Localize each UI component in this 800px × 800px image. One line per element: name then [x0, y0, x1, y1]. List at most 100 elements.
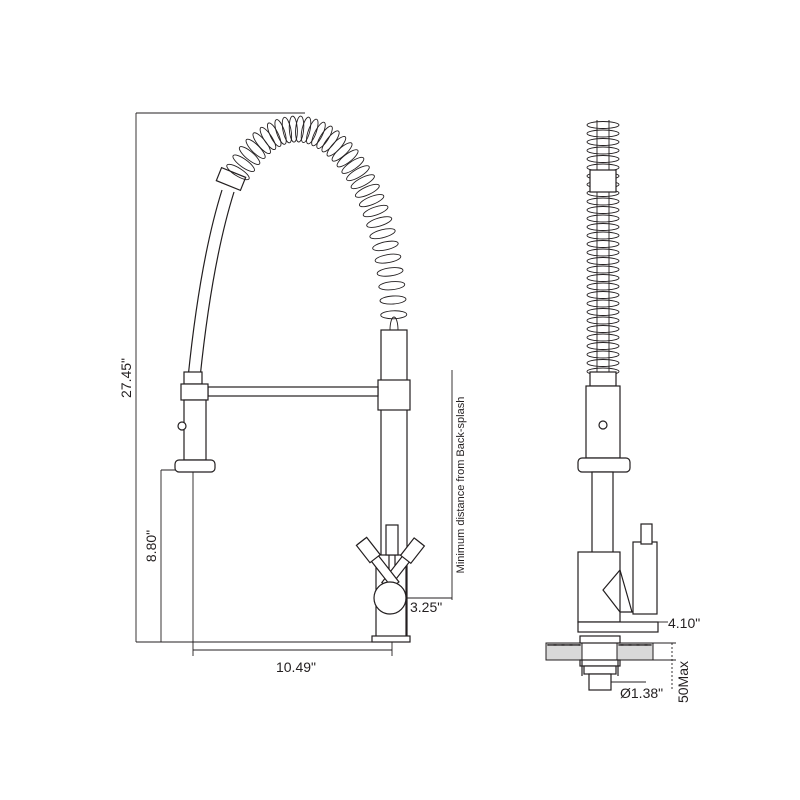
- spray-head-base: [174, 459, 216, 473]
- countertop-right: [616, 642, 654, 661]
- backsplash-dimension: Minimum distance from Back-splash 3.25": [390, 370, 467, 615]
- spring-loop: [372, 240, 399, 252]
- mounting-nut: [583, 665, 617, 675]
- handle-offset-label: 3.25": [410, 599, 442, 615]
- spray-button-icon: [177, 421, 187, 431]
- spring-loop: [586, 308, 620, 316]
- side-spray-collar: [589, 371, 617, 387]
- shank: [588, 673, 612, 691]
- spring-loop: [281, 116, 293, 144]
- spring-loop: [354, 183, 380, 198]
- overall-height-dimension: 27.45": [118, 112, 378, 643]
- mounting-nut-plate: [579, 659, 621, 667]
- spring-loop: [586, 197, 620, 206]
- spring-loop: [586, 138, 620, 146]
- reach-dimension: 10.49": [192, 470, 393, 675]
- spring-loop: [586, 265, 620, 274]
- spring-loop: [316, 125, 333, 149]
- spring-loop: [369, 228, 396, 240]
- vertical-handle: [385, 524, 399, 556]
- spring-loop: [586, 359, 620, 367]
- spring-loop: [586, 146, 620, 155]
- spring-loop: [586, 231, 620, 240]
- front-view: 27.45" 8.80" 10.49" Minimum distance fro…: [118, 112, 467, 675]
- spring-loop: [378, 281, 406, 291]
- spring-loop: [586, 155, 620, 163]
- spring-loop: [232, 154, 255, 172]
- countertop-left: [545, 642, 583, 661]
- spring-loop: [274, 119, 287, 145]
- spout-height-label: 8.80": [143, 530, 159, 562]
- spring-loop: [362, 204, 389, 218]
- side-base: [577, 621, 659, 633]
- spring-loop: [586, 206, 620, 214]
- side-spray-button-icon: [598, 420, 608, 430]
- spring-loop: [341, 156, 365, 174]
- spray-holder-arm: [207, 386, 379, 397]
- spring-loop: [586, 248, 620, 257]
- side-valve-body: [577, 551, 621, 623]
- column-collar: [377, 379, 411, 411]
- spring-coil: [226, 115, 408, 344]
- spring-loop: [267, 122, 282, 147]
- spring-loop: [366, 216, 393, 228]
- spring-loop: [586, 299, 620, 308]
- side-handle-top: [640, 523, 653, 545]
- spring-loop: [238, 146, 261, 165]
- spray-head: [183, 399, 207, 461]
- side-spray-base: [577, 457, 631, 473]
- spring-loop: [586, 240, 620, 248]
- spring-loop: [336, 149, 359, 168]
- spring-loop: [380, 310, 408, 320]
- shank-diameter-label: Ø1.38": [620, 685, 663, 701]
- spring-loop: [586, 316, 620, 325]
- spring-loop: [586, 257, 620, 265]
- spring-loop: [586, 325, 620, 333]
- spray-head-collar: [180, 383, 209, 401]
- spring-loop: [586, 291, 620, 299]
- handle-hub: [373, 581, 407, 615]
- spring-loop: [295, 115, 305, 143]
- spring-loop: [586, 274, 620, 282]
- spout-height-dimension: 8.80": [143, 469, 185, 642]
- spring-loop: [346, 165, 370, 182]
- spring-loop: [586, 129, 620, 138]
- side-hose-ferrule: [589, 169, 617, 193]
- spring-loop: [311, 121, 326, 147]
- spring-loop: [586, 333, 620, 342]
- spring-loop: [586, 223, 620, 231]
- hose-ferrule: [215, 166, 247, 192]
- spring-loop: [376, 267, 404, 277]
- base-height-label: 4.10": [668, 615, 700, 631]
- spring-loop: [586, 214, 620, 223]
- spring-loop: [374, 253, 402, 264]
- countertop-texture: [547, 644, 652, 646]
- spring-loop: [226, 163, 250, 181]
- side-spring-coil: [586, 120, 620, 376]
- spring-loop: [306, 118, 319, 145]
- side-handle: [632, 541, 658, 615]
- spring-loop: [586, 121, 620, 129]
- overall-height-label: 27.45": [118, 358, 134, 398]
- reach-label: 10.49": [276, 659, 316, 675]
- deck-gasket: [579, 635, 621, 644]
- side-lever-link: [602, 568, 633, 613]
- spring-loop: [379, 295, 407, 305]
- spring-loop: [586, 342, 620, 350]
- spring-loop: [259, 126, 277, 151]
- spring-loop: [288, 115, 298, 143]
- spring-loop: [300, 116, 312, 144]
- hose: [187, 189, 223, 379]
- spring-loop: [586, 350, 620, 359]
- spray-head-top: [183, 371, 203, 385]
- side-column: [591, 471, 614, 555]
- side-view: 4.10" Ø1.38" 50Max: [545, 120, 700, 703]
- spring-loop: [586, 282, 620, 291]
- max-thickness-label: 50Max: [675, 661, 691, 703]
- spring-loop: [358, 194, 385, 208]
- deck-plate: [371, 635, 411, 643]
- backsplash-note: Minimum distance from Back-splash: [455, 397, 467, 574]
- spring-loop: [350, 174, 375, 190]
